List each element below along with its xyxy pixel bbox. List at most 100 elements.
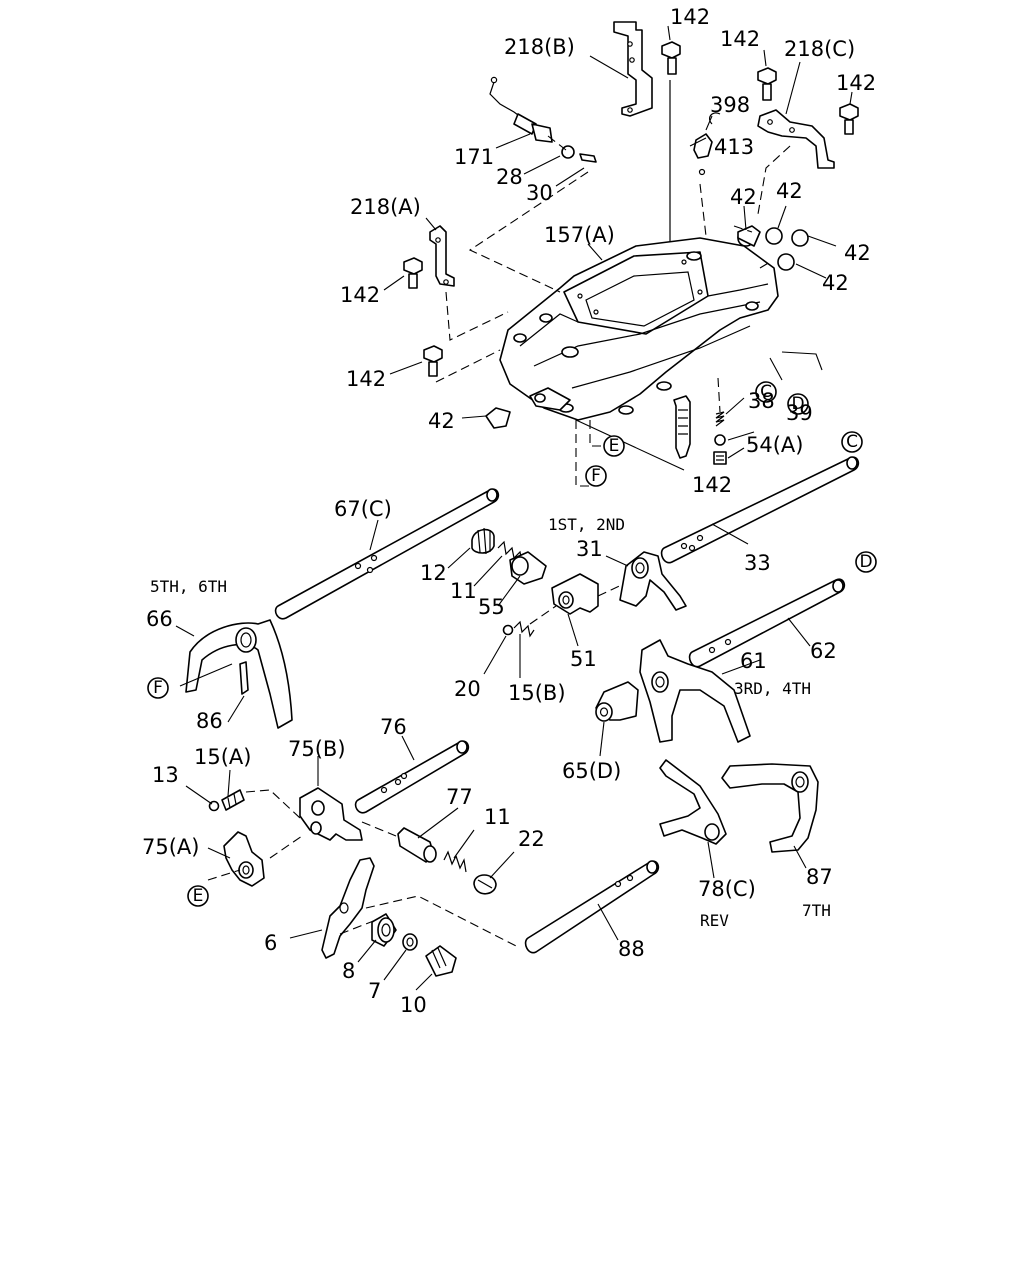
label-39: 39 xyxy=(786,401,813,425)
bolt-142-top xyxy=(661,41,681,75)
label-28: 28 xyxy=(496,165,523,189)
ref-d-upper-text: D xyxy=(791,394,804,414)
block-65d xyxy=(595,681,639,722)
label-76: 76 xyxy=(380,715,407,739)
pin-30 xyxy=(579,153,597,163)
label-15a: 15(A) xyxy=(194,745,251,769)
plug-12 xyxy=(471,527,495,555)
ref-e-upper-text: E xyxy=(609,436,620,456)
ref-circle-f-fork: F xyxy=(147,677,169,699)
ref-d-rail-text: D xyxy=(859,552,872,572)
block-75b xyxy=(299,787,363,841)
label-12: 12 xyxy=(420,561,447,585)
label-42-a: 42 xyxy=(730,185,757,209)
label-398: 398 xyxy=(710,93,750,117)
fork-66 xyxy=(185,619,293,729)
label-77: 77 xyxy=(446,785,473,809)
label-13: 13 xyxy=(152,763,179,787)
label-42-e: 42 xyxy=(428,409,455,433)
bushings-42-upper xyxy=(737,225,809,271)
label-10: 10 xyxy=(400,993,427,1017)
label-75a: 75(A) xyxy=(142,835,199,859)
bolt-142-right-2 xyxy=(839,103,859,135)
label-42-d: 42 xyxy=(822,271,849,295)
label-31: 31 xyxy=(576,537,603,561)
label-11-b: 11 xyxy=(484,805,511,829)
lever-6 xyxy=(321,857,375,959)
label-87: 87 xyxy=(806,865,833,889)
bushing-8 xyxy=(371,913,397,947)
part-labels: 142 218(B) 142 218(C) 142 398 171 413 28… xyxy=(142,5,876,1017)
label-42-c: 42 xyxy=(844,241,871,265)
label-218b: 218(B) xyxy=(504,35,575,59)
spring-15a xyxy=(221,789,245,811)
label-54a: 54(A) xyxy=(746,433,803,457)
pin-77 xyxy=(397,827,437,863)
label-20: 20 xyxy=(454,677,481,701)
label-142-top: 142 xyxy=(670,5,710,29)
bolt-142-left-1 xyxy=(403,257,423,289)
plug-22 xyxy=(473,874,497,895)
fork-61 xyxy=(639,639,751,743)
label-142-left-2: 142 xyxy=(346,367,386,391)
label-3rd-4th: 3RD, 4TH xyxy=(734,679,811,698)
label-6: 6 xyxy=(264,931,277,955)
ref-circle-c-upper: C xyxy=(755,381,777,403)
label-413: 413 xyxy=(714,135,754,159)
bolt-10 xyxy=(425,945,457,977)
rail-76 xyxy=(354,740,470,814)
washer-7 xyxy=(402,933,418,951)
bracket-218b xyxy=(613,21,653,117)
cover-157a xyxy=(499,237,779,421)
spring-38 xyxy=(715,411,725,427)
ref-circle-e-lower: E xyxy=(187,885,209,907)
label-142-mid: 142 xyxy=(692,473,732,497)
label-rev: REV xyxy=(700,911,729,930)
label-30: 30 xyxy=(526,181,553,205)
label-67c: 67(C) xyxy=(334,497,392,521)
label-11-a: 11 xyxy=(450,579,477,603)
ref-circle-d-upper: D xyxy=(787,393,809,415)
ref-circle-f-upper: F xyxy=(585,465,607,487)
label-218c: 218(C) xyxy=(784,37,855,61)
ball-39 xyxy=(714,434,726,446)
ref-circle-c-rail: C xyxy=(841,431,863,453)
bolt-142-right-1 xyxy=(757,67,777,101)
label-62: 62 xyxy=(810,639,837,663)
bracket-218c xyxy=(757,109,835,169)
label-38: 38 xyxy=(748,389,775,413)
plug-54a xyxy=(713,451,727,465)
label-142-left-1: 142 xyxy=(340,283,380,307)
label-22: 22 xyxy=(518,827,545,851)
label-218a: 218(A) xyxy=(350,195,421,219)
label-65d: 65(D) xyxy=(562,759,621,783)
label-55: 55 xyxy=(478,595,505,619)
label-66: 66 xyxy=(146,607,173,631)
ref-circle-d-rail: D xyxy=(855,551,877,573)
label-42-b: 42 xyxy=(776,179,803,203)
label-8: 8 xyxy=(342,959,355,983)
plunger-55 xyxy=(509,551,547,585)
fork-78c xyxy=(659,759,727,845)
label-51: 51 xyxy=(570,647,597,671)
rail-88 xyxy=(524,860,660,954)
label-142-right-2: 142 xyxy=(836,71,876,95)
label-75b: 75(B) xyxy=(288,737,346,761)
label-171: 171 xyxy=(454,145,494,169)
rail-62 xyxy=(688,578,846,668)
bushing-42-lower xyxy=(485,407,511,429)
label-1st-2nd: 1ST, 2ND xyxy=(548,515,625,534)
spring-15b xyxy=(513,620,535,638)
ref-circle-e-upper: E xyxy=(603,435,625,457)
label-88: 88 xyxy=(618,937,645,961)
label-7: 7 xyxy=(368,979,381,1003)
label-78c: 78(C) xyxy=(698,877,756,901)
leader-lines xyxy=(175,25,853,991)
block-75a xyxy=(223,831,265,887)
label-86: 86 xyxy=(196,709,223,733)
fork-31 xyxy=(619,551,687,611)
ref-f-upper-text: F xyxy=(591,466,601,486)
label-7th: 7TH xyxy=(802,901,831,920)
bolt-142-left-2 xyxy=(423,345,443,377)
